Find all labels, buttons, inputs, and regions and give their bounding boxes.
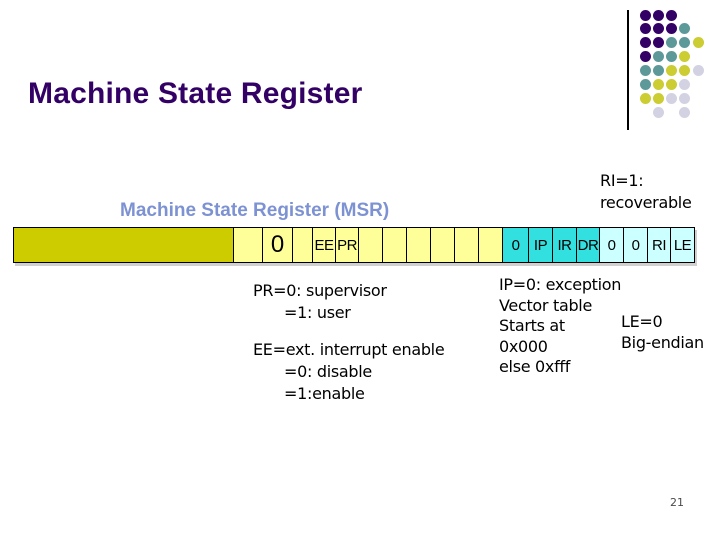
decorative-dot xyxy=(665,92,677,104)
ri-note-line: RI=1: xyxy=(600,171,644,190)
decorative-dot xyxy=(639,37,651,49)
corner-divider-line xyxy=(627,10,629,130)
decorative-dot xyxy=(665,23,677,35)
decorative-dot xyxy=(652,92,664,104)
ip-note-line: Starts at xyxy=(499,316,565,335)
le-note-line: LE=0 xyxy=(621,312,663,331)
decorative-dot xyxy=(639,23,651,35)
register-cell-pr: PR xyxy=(336,228,359,262)
ip-note-line: Vector table xyxy=(499,295,592,315)
register-cell xyxy=(14,228,234,262)
ri-note-line: recoverable xyxy=(600,193,692,212)
register-cell xyxy=(359,228,383,262)
decorative-dot xyxy=(639,78,651,90)
page-number: 21 xyxy=(670,496,684,509)
ee-note-line: =0: disable xyxy=(284,362,372,381)
register-cell xyxy=(455,228,479,262)
decorative-dot xyxy=(678,51,690,63)
decorative-dot xyxy=(665,64,677,76)
decorative-dot xyxy=(665,37,677,49)
decorative-dot xyxy=(652,9,664,21)
decorative-dot xyxy=(678,37,690,49)
ip-note-line: IP=0: exception xyxy=(499,275,622,294)
decorative-dot xyxy=(652,23,664,35)
register-cell xyxy=(407,228,431,262)
decorative-dot xyxy=(639,51,651,63)
decorative-dot xyxy=(665,9,677,21)
decorative-dot xyxy=(652,106,664,118)
register-cell-le: LE xyxy=(671,228,694,262)
register-cell-0: 0 xyxy=(624,228,648,262)
le-note-line: Big-endian xyxy=(621,332,704,352)
decorative-dot xyxy=(639,9,651,21)
decorative-dot xyxy=(678,23,690,35)
ri-note: RI=1: recoverable xyxy=(600,170,692,214)
decorative-dot xyxy=(639,64,651,76)
decorative-dot xyxy=(678,64,690,76)
register-cell-ip: IP xyxy=(529,228,553,262)
ee-note-line: =1:enable xyxy=(284,384,365,403)
register-cell-0: 0 xyxy=(263,228,293,262)
decorative-dot xyxy=(665,51,677,63)
ee-note-line: EE=ext. interrupt enable xyxy=(253,340,445,359)
decorative-dot xyxy=(692,37,704,49)
register-cell xyxy=(293,228,313,262)
ip-note-line: else 0xfff xyxy=(499,357,571,376)
register-cell xyxy=(431,228,455,262)
decorative-dot xyxy=(652,51,664,63)
decorative-dot xyxy=(678,92,690,104)
ip-note-line: 0x000 xyxy=(499,336,548,356)
register-cell-ee: EE xyxy=(313,228,336,262)
pr-note: PR=0: supervisor =1: user xyxy=(253,280,387,324)
register-cell xyxy=(383,228,407,262)
decorative-dot xyxy=(652,78,664,90)
decorative-dot xyxy=(665,78,677,90)
register-cell xyxy=(479,228,503,262)
page-title: Machine State Register xyxy=(28,77,363,111)
decorative-dot xyxy=(652,37,664,49)
register-cell-0: 0 xyxy=(600,228,624,262)
register-cell-ir: IR xyxy=(553,228,577,262)
register-cell-ri: RI xyxy=(648,228,671,262)
decorative-dot xyxy=(639,92,651,104)
decorative-dot xyxy=(678,78,690,90)
msr-subtitle: Machine State Register (MSR) xyxy=(120,199,390,221)
decorative-dot xyxy=(678,106,690,118)
ee-note: EE=ext. interrupt enable =0: disable =1:en… xyxy=(253,339,445,405)
register-cell-0: 0 xyxy=(503,228,529,262)
pr-note-line: =1: user xyxy=(284,303,351,322)
pr-note-line: PR=0: supervisor xyxy=(253,281,387,300)
decorative-dot xyxy=(652,64,664,76)
register-cell xyxy=(234,228,263,262)
decorative-dot xyxy=(692,64,704,76)
register-cell-dr: DR xyxy=(577,228,600,262)
